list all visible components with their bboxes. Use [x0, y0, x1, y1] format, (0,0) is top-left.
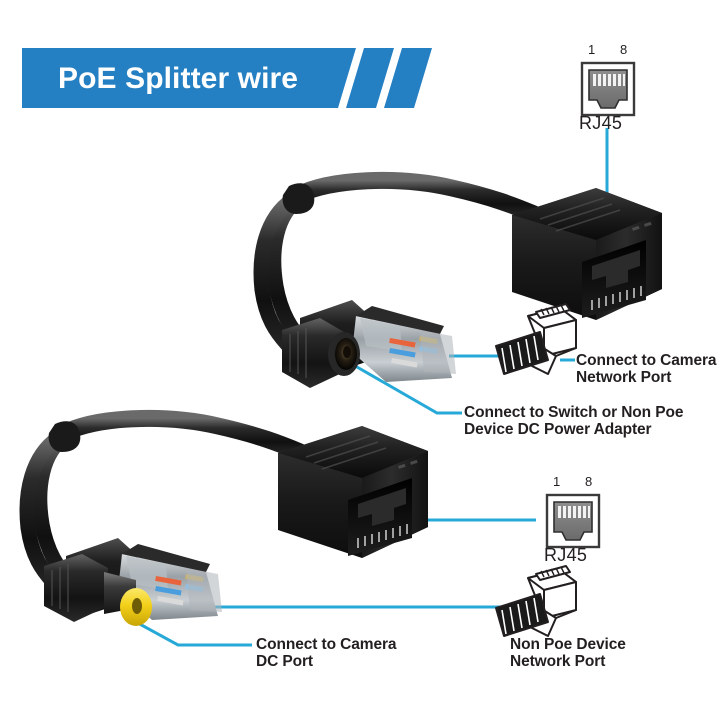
coupler-top-ridges: [539, 197, 621, 232]
dc-jack-top-rings: [289, 328, 307, 378]
dc-jack-top-pin: [343, 346, 351, 358]
coupler-bottom-topface: [278, 426, 428, 478]
coupler-top-marks: [632, 221, 652, 231]
dc-plug-bottom-rings: [51, 564, 69, 612]
callout-line-camera-dc: [135, 620, 252, 647]
product-poe-splitter-top: [253, 171, 662, 388]
page-title: PoE Splitter wire: [58, 62, 299, 95]
callout-camera-dc-port-line-1: Connect to Camera: [256, 636, 397, 653]
rj45-diagram-bottom: [545, 493, 601, 549]
callout-camera-network-port-line-1: Connect to Camera: [576, 352, 717, 369]
coupler-bottom-ridges: [305, 435, 387, 470]
callout-line-switch-dc: [349, 361, 462, 415]
rj45-coupler-top: [512, 188, 662, 320]
plug-top-latch: [356, 306, 444, 334]
callout-camera-network-port: Connect to Camera Network Port: [576, 352, 717, 387]
dc-plug-bottom: [44, 554, 152, 626]
cable-bottom-junction: [48, 421, 81, 452]
rj45-diagram-top-frame: [580, 61, 636, 117]
plug-bottom-tip: [186, 568, 222, 612]
cable-top-upper: [287, 171, 543, 223]
cable-top-branch-dc: [253, 192, 300, 352]
rj45-coupler-bottom: [278, 426, 428, 558]
rj45-diagram-top-pins: [593, 74, 625, 86]
banner-slash-1: [346, 48, 394, 108]
callout-switch-dc-power-adapter-line-1: Connect to Switch or Non Poe: [464, 404, 684, 421]
rj45-plug-icon-bottom: [495, 565, 577, 637]
plug-bottom-latch: [122, 544, 210, 572]
callout-camera-dc-port-line-2: DC Port: [256, 653, 313, 671]
coupler-bottom-marks: [398, 459, 418, 469]
cable-bottom-branch-dc: [19, 430, 66, 590]
coupler-bottom-port-keyway: [358, 488, 406, 526]
rj45-top-label: RJ45: [579, 113, 623, 133]
rj45-plug-icon-top: [495, 303, 577, 375]
cable-top-junction: [282, 183, 315, 214]
rj45-bottom-pin-8: 8: [585, 474, 593, 489]
rj45-top-pin-1: 1: [588, 42, 596, 57]
callout-switch-dc-power-adapter-line-2: Device DC Power Adapter: [464, 421, 652, 439]
callout-camera-dc-port: Connect to Camera DC Port: [256, 636, 397, 671]
cable-bottom-upper: [53, 409, 309, 461]
coupler-top-contacts: [591, 286, 642, 310]
plug-top-highlight: [360, 318, 402, 352]
plug-bottom-highlight: [126, 556, 168, 590]
callout-non-poe-device-network-port: Non Poe Device Network Port: [510, 636, 626, 671]
rj45-diagram-bottom-pins: [558, 506, 590, 518]
title-banner: [0, 42, 460, 114]
rj45-diagram-bottom-frame: [545, 493, 601, 549]
rj45-top-pin-8: 8: [620, 42, 628, 57]
banner-shape: [22, 48, 432, 108]
callout-switch-dc-power-adapter: Connect to Switch or Non Poe Device DC P…: [464, 404, 683, 439]
callout-non-poe-device-network-port-line-2: Network Port: [510, 653, 606, 671]
rj45-diagram-top: [580, 61, 636, 117]
product-poe-splitter-bottom: [19, 409, 428, 626]
plug-top-tip: [420, 330, 456, 374]
banner-body: [22, 48, 356, 108]
callout-non-poe-device-network-port-line-1: Non Poe Device: [510, 636, 626, 653]
dc-plug-bottom-sleeve: [44, 554, 108, 622]
coupler-bottom-contacts: [357, 524, 408, 548]
banner-slash-2: [384, 48, 432, 108]
coupler-top-port-keyway: [592, 250, 640, 288]
coupler-top-topface: [512, 188, 662, 240]
callout-camera-network-port-line-2: Network Port: [576, 369, 672, 387]
rj45-bottom-pin-1: 1: [553, 474, 561, 489]
dc-plug-bottom-center-hole: [132, 598, 142, 614]
rj45-bottom-label: RJ45: [544, 545, 588, 565]
dc-jack-top: [282, 318, 360, 388]
